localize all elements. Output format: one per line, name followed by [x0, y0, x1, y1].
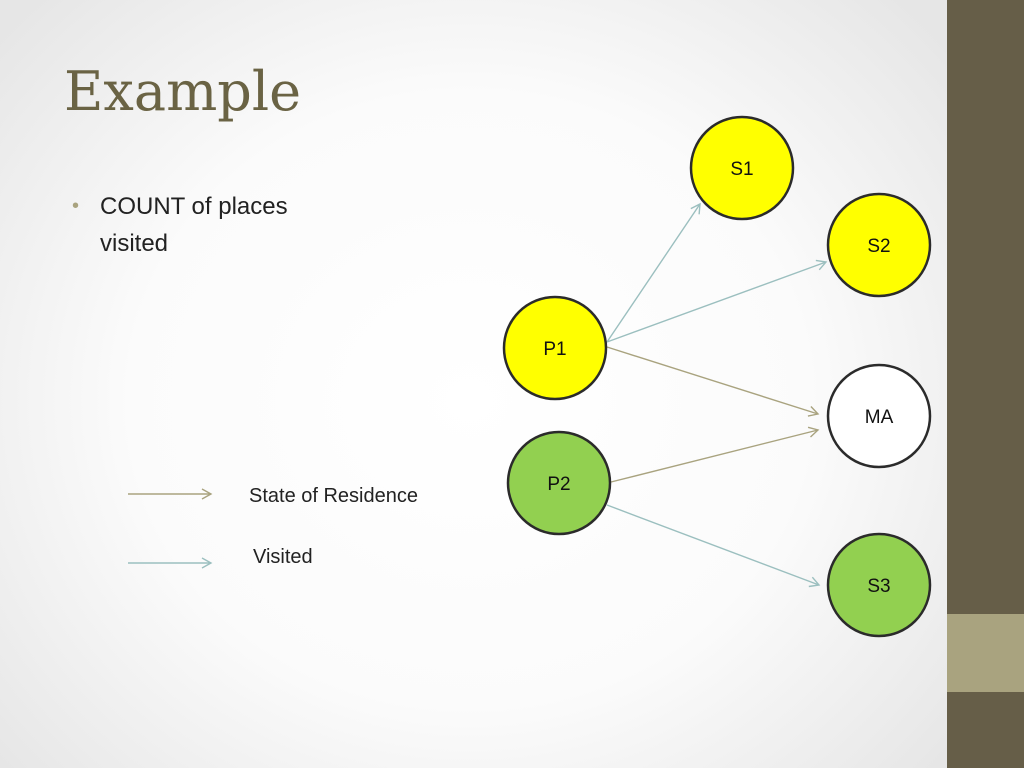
node-s3-label: S3	[867, 576, 890, 597]
node-s1-label: S1	[730, 159, 753, 180]
slide-title: Example	[64, 60, 302, 123]
edge-p1-ma	[606, 346, 820, 417]
edge-p2-ma	[610, 426, 820, 483]
bullet-list: • COUNT of places visited	[72, 188, 362, 262]
node-p2: P2	[506, 430, 612, 536]
node-p1-circle	[502, 295, 608, 401]
node-s1-circle	[689, 115, 795, 221]
node-s3: S3	[826, 532, 932, 638]
edge-p1-s2	[606, 259, 828, 343]
bullet-text: COUNT of places visited	[100, 193, 288, 257]
edge-p1-s1	[606, 202, 701, 343]
legend-visited-label: Visited	[253, 546, 313, 568]
bullet-item: • COUNT of places visited	[72, 188, 362, 262]
node-s2: S2	[826, 192, 932, 298]
node-s1: S1	[689, 115, 795, 221]
node-s2-circle	[826, 192, 932, 298]
node-ma-circle	[826, 363, 932, 469]
network-diagram: S1 S2 P1 MA P2 S3	[128, 115, 932, 638]
node-p2-label: P2	[547, 474, 570, 495]
sidebar-accent-block	[947, 614, 1024, 692]
node-p1-label: P1	[543, 339, 566, 360]
node-s3-circle	[826, 532, 932, 638]
bullet-dot-icon: •	[72, 195, 80, 217]
edge-p2-s3	[606, 504, 821, 588]
node-s2-label: S2	[867, 236, 890, 257]
node-ma: MA	[826, 363, 932, 469]
node-p2-circle	[506, 430, 612, 536]
node-p1: P1	[502, 295, 608, 401]
legend-residence-label: State of Residence	[249, 485, 418, 507]
node-ma-label: MA	[865, 407, 894, 428]
